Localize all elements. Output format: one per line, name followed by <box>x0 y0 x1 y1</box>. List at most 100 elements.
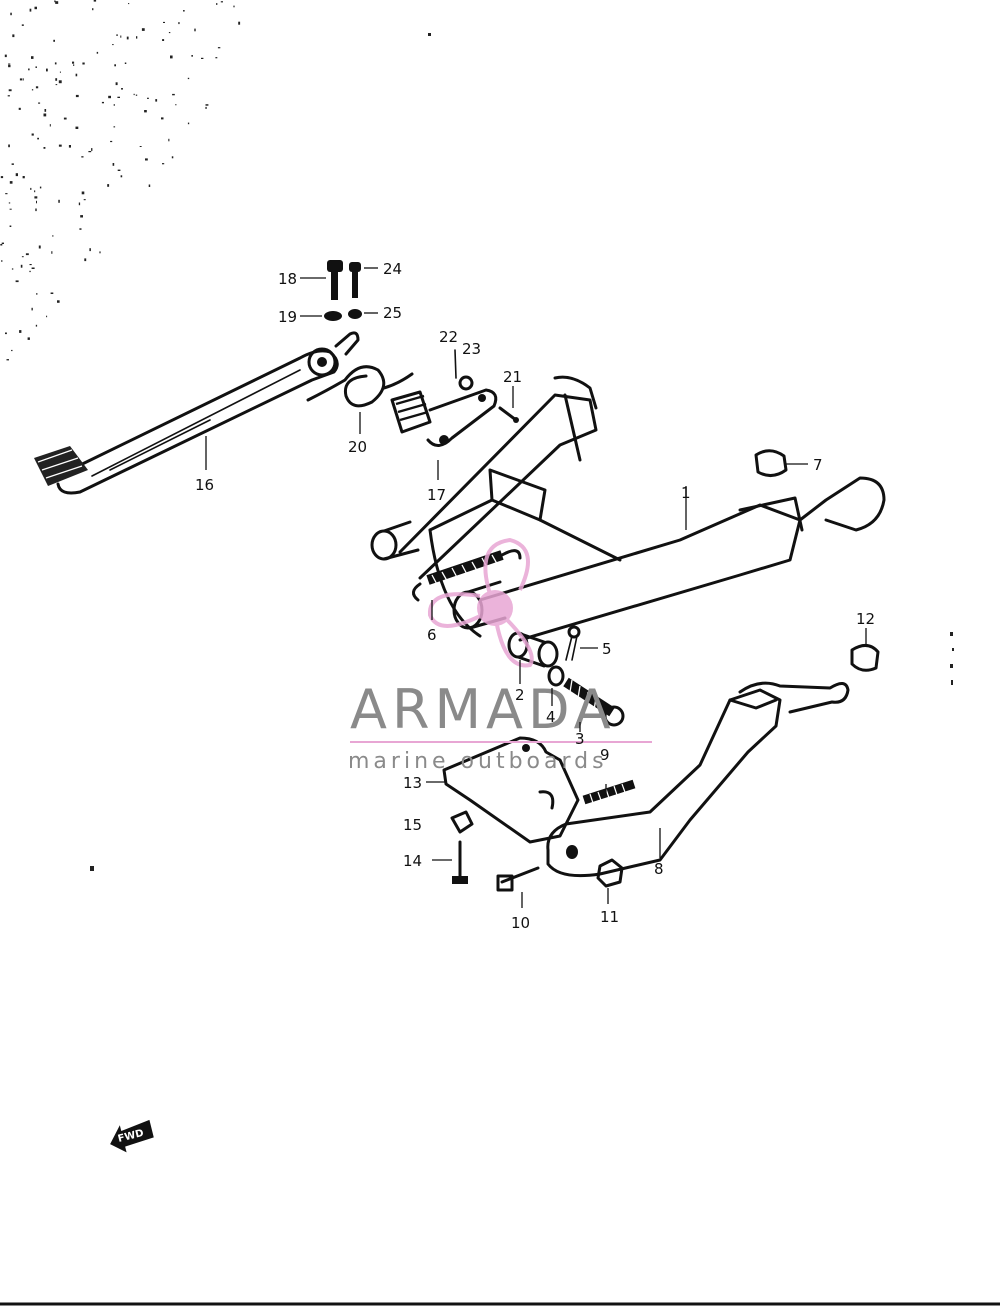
noise-speck <box>44 109 47 112</box>
noise-speck <box>107 184 110 187</box>
callout-15: 15 <box>403 816 422 834</box>
noise-speck <box>171 156 174 159</box>
noise-speck <box>162 163 165 165</box>
noise-speck <box>63 117 67 120</box>
noise-speck <box>11 349 13 352</box>
noise-speck <box>233 5 235 8</box>
noise-speck <box>161 117 164 120</box>
noise-speck <box>55 1 59 4</box>
noise-speck <box>5 332 7 335</box>
noise-speck <box>88 151 92 153</box>
noise-speck <box>10 12 12 16</box>
noise-speck <box>0 176 4 179</box>
noise-speck <box>116 34 118 36</box>
callout-11: 11 <box>600 908 619 926</box>
noise-speck <box>43 113 47 117</box>
noise-speck <box>31 133 34 136</box>
noise-speck <box>35 324 38 327</box>
noise-speck <box>0 244 3 246</box>
noise-speck <box>148 184 151 187</box>
noise-speck <box>34 196 38 199</box>
callout-12: 12 <box>856 610 875 628</box>
callout-labels: 1 2 3 4 5 6 7 8 9 10 11 12 13 14 15 16 1… <box>195 260 875 932</box>
watermark-logo <box>427 537 534 668</box>
noise-speck <box>43 147 46 149</box>
scan-noise <box>0 0 241 361</box>
leader-lines <box>205 267 867 908</box>
noise-speck <box>112 163 115 166</box>
noise-speck <box>162 39 165 41</box>
noise-speck <box>54 62 57 65</box>
callout-3: 3 <box>575 730 585 748</box>
callout-2: 2 <box>515 686 525 704</box>
noise-speck <box>31 307 33 311</box>
noise-speck <box>58 80 62 84</box>
noise-speck <box>83 199 86 201</box>
noise-speck <box>37 137 39 140</box>
brake-shaft-17 <box>390 349 519 447</box>
noise-speck <box>55 84 58 86</box>
noise-speck <box>101 101 104 104</box>
noise-speck <box>39 186 42 189</box>
noise-speck <box>8 202 11 204</box>
noise-speck <box>8 144 10 148</box>
noise-speck <box>53 39 55 42</box>
noise-speck <box>29 270 31 273</box>
callout-25: 25 <box>383 304 402 322</box>
callout-1: 1 <box>681 484 691 502</box>
noise-speck <box>9 181 13 184</box>
noise-speck <box>126 36 129 40</box>
noise-speck <box>55 78 58 81</box>
noise-speck <box>115 82 118 86</box>
bolts-18-24 <box>324 260 362 321</box>
callout-4: 4 <box>546 708 556 726</box>
noise-speck <box>8 89 12 92</box>
callout-6: 6 <box>427 626 437 644</box>
noise-speck <box>46 68 48 72</box>
noise-speck <box>144 110 147 113</box>
callout-18: 18 <box>278 270 297 288</box>
noise-speck <box>75 126 79 129</box>
noise-speck <box>205 106 207 109</box>
noise-speck <box>124 62 127 64</box>
noise-speck <box>15 280 19 283</box>
noise-speck <box>58 144 62 147</box>
noise-speck <box>8 63 11 65</box>
callout-5: 5 <box>602 640 612 658</box>
callout-13: 13 <box>403 774 422 792</box>
edge-specks <box>90 33 954 871</box>
noise-speck <box>163 21 165 23</box>
noise-speck <box>27 337 30 340</box>
noise-speck <box>51 251 53 254</box>
noise-speck <box>175 104 177 106</box>
noise-speck <box>38 102 41 104</box>
noise-speck <box>205 104 209 106</box>
callout-19: 19 <box>278 308 297 326</box>
noise-speck <box>54 0 56 3</box>
noise-speck <box>113 104 115 106</box>
callout-17: 17 <box>427 486 446 504</box>
pedal-pad <box>34 446 88 486</box>
noise-speck <box>194 28 196 32</box>
noise-speck <box>187 122 190 125</box>
callout-23: 23 <box>462 340 481 358</box>
noise-speck <box>191 55 193 57</box>
rubber-stop-7 <box>754 449 788 477</box>
noise-speck <box>35 66 37 68</box>
noise-speck <box>114 64 116 67</box>
noise-speck <box>15 173 18 177</box>
noise-speck <box>128 3 130 5</box>
side-stand-8 <box>496 644 880 892</box>
noise-speck <box>133 93 135 96</box>
noise-speck <box>217 47 221 49</box>
noise-speck <box>121 88 123 90</box>
noise-speck <box>36 200 37 204</box>
noise-speck <box>6 359 9 361</box>
propeller-icon <box>427 537 534 668</box>
noise-speck <box>29 8 32 12</box>
noise-speck <box>50 292 54 294</box>
noise-speck <box>99 251 101 254</box>
noise-speck <box>46 315 48 318</box>
noise-speck <box>19 78 22 81</box>
noise-speck <box>31 56 34 59</box>
